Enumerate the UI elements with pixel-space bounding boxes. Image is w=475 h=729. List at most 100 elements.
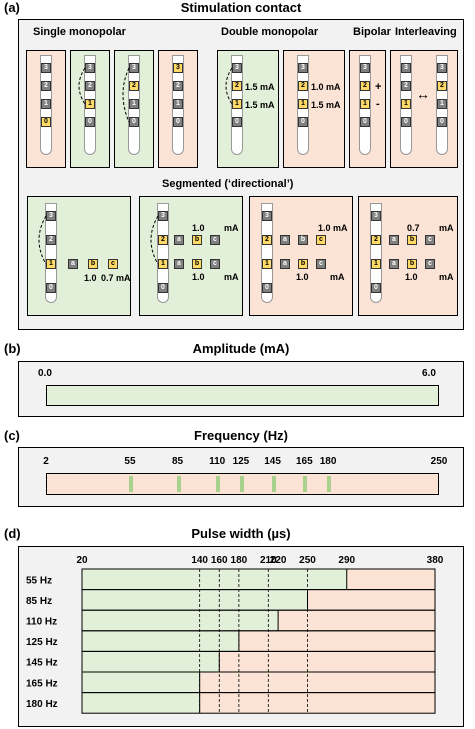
pulse-width-disallowed-segment bbox=[199, 672, 435, 693]
contact-0: 0 bbox=[437, 117, 447, 127]
contact-0: 0 bbox=[173, 117, 183, 127]
frequency-tick-label: 165 bbox=[295, 456, 313, 467]
double-monopolar-card-2: 3 2 1 0 1.0 mA 1.5 mA bbox=[283, 50, 345, 168]
segment-2b-current: 0.7 bbox=[407, 223, 420, 233]
frequency-marker-165 bbox=[303, 476, 308, 492]
segment-1b-active: b bbox=[407, 259, 417, 269]
cathode-sign: - bbox=[376, 98, 380, 110]
pulse-width-disallowed-segment bbox=[219, 651, 435, 672]
amplitude-max-label: 6.0 bbox=[422, 368, 436, 379]
contact-0: 0 bbox=[298, 117, 308, 127]
single-monopolar-heading: Single monopolar bbox=[33, 26, 126, 38]
amplitude-min-label: 0.0 bbox=[38, 368, 52, 379]
segment-1b-current: 1.0 bbox=[192, 272, 205, 282]
contact-3: 3 bbox=[401, 63, 411, 73]
contact-1-active: 1 bbox=[371, 259, 381, 269]
contact-1: 1 bbox=[437, 99, 447, 109]
bipolar-card: 3 2 1 0 + - bbox=[349, 50, 386, 168]
contact-3: 3 bbox=[85, 63, 95, 73]
panel-c-label: (c) bbox=[4, 428, 20, 443]
contact-0: 0 bbox=[360, 117, 370, 127]
dashed-arc bbox=[150, 215, 159, 265]
single-monopolar-card-1: 3 2 1 0 bbox=[26, 50, 66, 168]
contact-2: 2 bbox=[401, 81, 411, 91]
pulse-width-allowed-segment bbox=[82, 651, 220, 672]
contact-2-active: 2 bbox=[129, 81, 139, 91]
pulse-width-tick-label: 20 bbox=[76, 555, 88, 566]
pulse-width-tick-label: 210 bbox=[260, 555, 277, 566]
contact-0-active: 0 bbox=[41, 117, 51, 127]
segment-1c: c bbox=[210, 259, 220, 269]
contact-2-active: 2 bbox=[298, 81, 308, 91]
contact-0: 0 bbox=[371, 283, 381, 293]
segment-1a: a bbox=[174, 259, 184, 269]
contact-1: 1 bbox=[129, 99, 139, 109]
contact-1-current: 1.5 mA bbox=[245, 100, 275, 110]
frequency-marker-55 bbox=[128, 476, 133, 492]
segment-2-unit: mA bbox=[224, 223, 239, 233]
segment-c-active: c bbox=[108, 259, 118, 269]
pulse-width-tick-label: 290 bbox=[338, 555, 355, 566]
segment-1b-active: b bbox=[298, 259, 308, 269]
contact-3: 3 bbox=[46, 211, 56, 221]
contact-2: 2 bbox=[41, 81, 51, 91]
bipolar-heading: Bipolar bbox=[353, 26, 391, 38]
panel-c-title: Frequency (Hz) bbox=[194, 428, 288, 443]
contact-3: 3 bbox=[437, 63, 447, 73]
amplitude-panel: 0.0 6.0 bbox=[18, 361, 464, 417]
contact-3: 3 bbox=[129, 63, 139, 73]
lead-shaft bbox=[157, 203, 169, 291]
frequency-range-bar bbox=[46, 473, 439, 495]
frequency-row-label: 110 Hz bbox=[26, 617, 57, 628]
stimulation-contact-panel: Single monopolar Double monopolar Bipola… bbox=[18, 19, 464, 330]
contact-0: 0 bbox=[46, 283, 56, 293]
double-monopolar-card-1: 3 2 1 0 1.5 mA 1.5 mA bbox=[217, 50, 279, 168]
contact-0: 0 bbox=[232, 117, 242, 127]
interleaving-heading: Interleaving bbox=[395, 26, 457, 38]
contact-2-current: 1.5 mA bbox=[245, 82, 275, 92]
segment-2c: c bbox=[210, 235, 220, 245]
segment-2a: a bbox=[280, 235, 290, 245]
lead-shaft bbox=[45, 203, 57, 291]
pulse-width-allowed-segment bbox=[82, 569, 347, 590]
frequency-marker-85 bbox=[176, 476, 181, 492]
lead-tip bbox=[231, 143, 243, 155]
pulse-width-allowed-segment bbox=[82, 589, 308, 611]
pulse-width-tick-label: 250 bbox=[299, 555, 316, 566]
contact-2: 2 bbox=[173, 81, 183, 91]
frequency-tick-label: 85 bbox=[171, 456, 184, 467]
anode-sign: + bbox=[375, 81, 382, 93]
frequency-row-label: 125 Hz bbox=[26, 637, 58, 648]
frequency-tick-label: 110 bbox=[209, 456, 226, 467]
panel-b-label: (b) bbox=[4, 341, 21, 356]
contact-1-active: 1 bbox=[298, 99, 308, 109]
contact-3: 3 bbox=[360, 63, 370, 73]
lead-tip bbox=[157, 291, 169, 303]
segmented-card-3: 3 2 1 0 a b c a b c 1.0 mA 1.0 mA bbox=[249, 196, 353, 316]
interleaving-card: 3 2 1 0 ↔ 3 2 1 0 bbox=[390, 50, 458, 168]
pulse-width-disallowed-segment bbox=[346, 569, 435, 590]
dashed-arc bbox=[78, 67, 86, 105]
frequency-tick-label: 250 bbox=[430, 456, 448, 467]
frequency-row-label: 165 Hz bbox=[26, 678, 58, 689]
contact-3-active: 3 bbox=[173, 63, 183, 73]
lead-tip bbox=[400, 143, 412, 155]
contact-2-active: 2 bbox=[360, 81, 370, 91]
segment-c-current: 0.7 mA bbox=[101, 273, 131, 283]
panel-d-title: Pulse width (µs) bbox=[191, 526, 291, 541]
segment-2-unit: mA bbox=[439, 223, 454, 233]
lead-tip bbox=[84, 143, 96, 155]
segmented-card-1: 3 2 1 0 a b c 1.0 0.7 mA bbox=[27, 196, 131, 316]
contact-1-active: 1 bbox=[360, 99, 370, 109]
pulse-width-row-border bbox=[81, 692, 436, 714]
contact-2-active: 2 bbox=[158, 235, 168, 245]
interleave-arrow-icon: ↔ bbox=[416, 86, 430, 102]
pulse-width-allowed-segment bbox=[82, 692, 200, 714]
single-monopolar-card-4: 3 2 1 0 bbox=[158, 50, 198, 168]
pulse-width-tick-label: 140 bbox=[191, 555, 208, 566]
dashed-arc bbox=[38, 215, 47, 265]
single-monopolar-card-3: 3 2 1 0 bbox=[114, 50, 154, 168]
pulse-width-tick-label: 220 bbox=[270, 555, 287, 566]
